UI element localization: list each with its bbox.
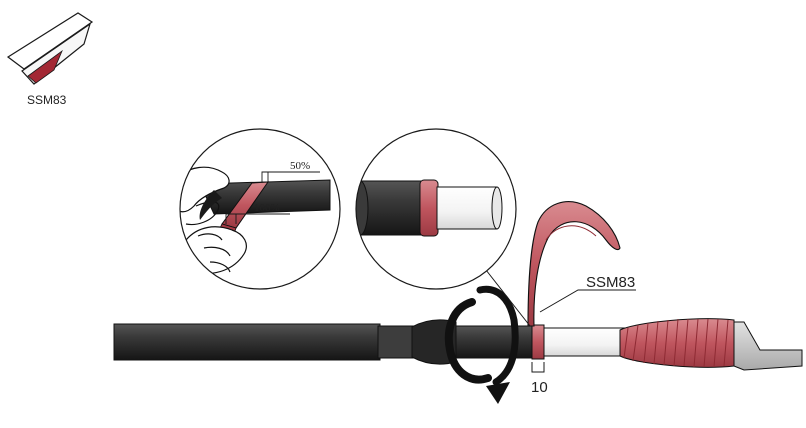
tape-roll-icon [6, 12, 94, 85]
overlap-half-label: 50% [290, 160, 310, 172]
overlap-full-label: 100% [254, 202, 280, 214]
dimension-label: 10 [531, 379, 548, 396]
cable-lug [733, 321, 803, 371]
callout-leader [539, 289, 636, 313]
callout-label: SSM83 [586, 274, 635, 291]
rotate-arrow-icon [444, 285, 519, 404]
overlap-detail-magnifier [179, 128, 341, 290]
magnifier-leader [485, 269, 531, 327]
tape-ring [531, 324, 545, 360]
taped-lug-barrel [619, 318, 735, 368]
tape-roll-label: SSM83 [27, 93, 67, 107]
tape-strip [527, 201, 621, 327]
tape-ring-detail-magnifier [355, 128, 517, 290]
cable [113, 318, 803, 371]
dimension-marker [531, 362, 545, 373]
